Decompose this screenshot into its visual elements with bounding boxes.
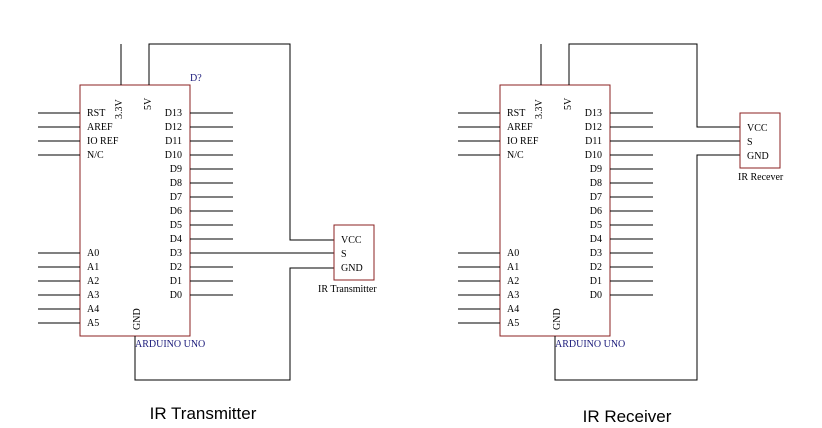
wire-gnd (134, 267, 334, 381)
pin-label: D0 (590, 290, 602, 301)
pin-label-3v3: 3.3V (114, 99, 125, 120)
pin-label: D11 (165, 136, 182, 147)
pin-label: A4 (507, 304, 519, 315)
pin-label: D5 (590, 220, 602, 231)
pin-label-5v: 5V (563, 97, 574, 110)
pin-label: D8 (590, 178, 602, 189)
ir-receiver-module (739, 112, 781, 169)
pin-label: D2 (590, 262, 602, 273)
caption: IR Transmitter (150, 404, 257, 423)
pin-label: D12 (165, 122, 182, 133)
pin-label: D4 (590, 234, 602, 245)
pin-label: A5 (507, 318, 519, 329)
pin-label: D9 (590, 164, 602, 175)
pin-label: A3 (87, 290, 99, 301)
pin-label: D5 (170, 220, 182, 231)
pin-label: D0 (170, 290, 182, 301)
pin-label: D4 (170, 234, 182, 245)
pin-label: D7 (170, 192, 182, 203)
pin-label: RST (507, 108, 525, 119)
board-label: ARDUINO UNO (555, 339, 625, 350)
wire-5v-to-vcc (148, 43, 334, 241)
module-pin-label: S (341, 249, 347, 260)
pin-label: D9 (170, 164, 182, 175)
pin-label: D7 (590, 192, 602, 203)
wire-gnd (554, 154, 740, 381)
pin-label: D11 (585, 136, 602, 147)
pin-label: D13 (585, 108, 602, 119)
pin-label: N/C (507, 150, 524, 161)
module-pin-label: VCC (747, 123, 768, 134)
pin-label: IO REF (507, 136, 539, 147)
pin-label: D3 (590, 248, 602, 259)
module-pin-label: GND (747, 151, 769, 162)
pin-label-5v: 5V (143, 97, 154, 110)
module-pin-label: GND (341, 263, 363, 274)
pin-label: D10 (165, 150, 182, 161)
module-pin-label: S (747, 137, 753, 148)
pin-label: D6 (590, 206, 602, 217)
pin-label: A4 (87, 304, 99, 315)
pin-label: D6 (170, 206, 182, 217)
designator-label: D? (190, 73, 202, 84)
pin-label: N/C (87, 150, 104, 161)
pin-label: A0 (87, 248, 99, 259)
pin-label: D12 (585, 122, 602, 133)
pin-label: RST (87, 108, 105, 119)
pin-label-gnd: GND (552, 308, 563, 330)
pin-label: D10 (585, 150, 602, 161)
pin-label: AREF (87, 122, 113, 133)
pin-label: A1 (87, 262, 99, 273)
ir-transmitter-module (333, 224, 375, 281)
module-label: IR Recever (738, 172, 784, 183)
board-label: ARDUINO UNO (135, 339, 205, 350)
module-label: IR Transmitter (318, 284, 377, 295)
pin-label: IO REF (87, 136, 119, 147)
pin-label: D1 (590, 276, 602, 287)
caption: IR Receiver (583, 407, 672, 426)
pin-label: AREF (507, 122, 533, 133)
pin-label: D2 (170, 262, 182, 273)
pin-label: A3 (507, 290, 519, 301)
module-pin-label: VCC (341, 235, 362, 246)
pin-label: A5 (87, 318, 99, 329)
pin-label: A1 (507, 262, 519, 273)
pin-label: A0 (507, 248, 519, 259)
pin-label: A2 (507, 276, 519, 287)
pin-label-3v3: 3.3V (534, 99, 545, 120)
wire-5v-to-vcc (568, 43, 740, 128)
pin-label: A2 (87, 276, 99, 287)
pin-label: D8 (170, 178, 182, 189)
pin-label: D1 (170, 276, 182, 287)
pin-label: D3 (170, 248, 182, 259)
pin-label: D13 (165, 108, 182, 119)
pin-label-gnd: GND (132, 308, 143, 330)
